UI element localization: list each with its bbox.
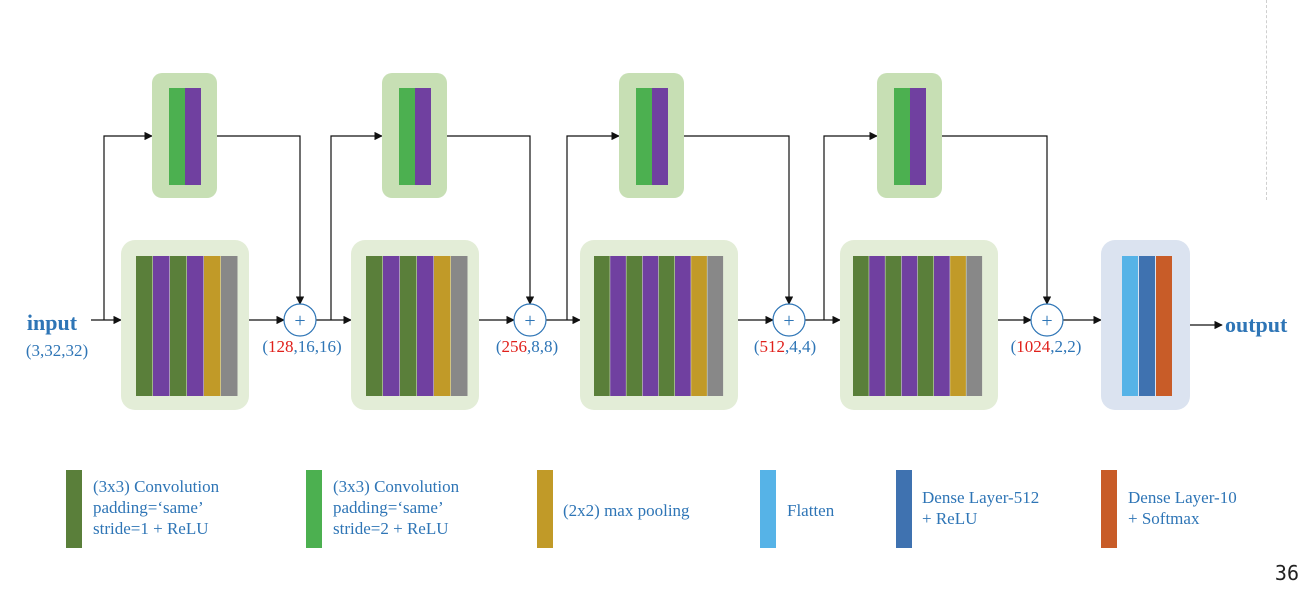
legend-4-line-1: Flatten <box>787 501 835 520</box>
block-4-layer-4 <box>901 256 918 396</box>
stage-2-open-paren: ( <box>496 337 502 356</box>
block-4-layer-8 <box>966 256 983 396</box>
arrow-skip-2-to-add <box>447 135 535 305</box>
block-2-layer-5 <box>434 256 451 396</box>
block-3-layer-7 <box>691 256 707 396</box>
arrow-branch-to-skip-3 <box>566 131 620 320</box>
block-3-layer-4 <box>642 256 659 396</box>
skip-2-second-layer <box>415 88 431 185</box>
block-2-layer-2 <box>383 256 400 396</box>
add-junction-2 <box>513 303 547 337</box>
block-4-layer-2 <box>869 256 885 396</box>
legend-5-line-1: Dense Layer-512 <box>922 488 1039 507</box>
stage-4-dims: ,2,2) <box>1050 337 1081 356</box>
stage-3-channels: 512 <box>760 337 786 356</box>
block-4-layer-6 <box>934 256 950 396</box>
block-3-layer-2 <box>610 256 626 396</box>
skip-3-conv-layer <box>636 88 652 185</box>
legend-3-line-1: (2x2) max pooling <box>563 501 690 520</box>
legend-swatch-6 <box>1101 470 1117 548</box>
legend-swatch-5 <box>896 470 912 548</box>
skip-4-second-layer <box>910 88 926 185</box>
block-3-layer-3 <box>626 256 643 396</box>
output-label: output <box>1225 312 1288 337</box>
legend-swatch-3 <box>537 470 553 548</box>
legend-2-line-2: padding=‘same’ <box>333 498 444 517</box>
stage-4-channels: 1024 <box>1016 337 1051 356</box>
edge-rule <box>1266 0 1267 200</box>
stage-2-dims: ,8,8) <box>527 337 558 356</box>
add-junction-1 <box>283 303 317 337</box>
legend-1-line-2: padding=‘same’ <box>93 498 204 517</box>
block-3-layer-5 <box>658 256 675 396</box>
skip-2-conv-layer <box>399 88 415 185</box>
add-symbol-4: + <box>1041 310 1052 332</box>
head-layer-dense-512 <box>1139 256 1155 396</box>
stage-2-channels: 256 <box>502 337 528 356</box>
legend-6-line-2: + Softmax <box>1128 509 1200 528</box>
add-junction-4 <box>1030 303 1064 337</box>
arrow-skip-4-to-add <box>942 135 1052 305</box>
skip-1-second-layer <box>185 88 201 185</box>
block-2-layer-1 <box>366 256 383 396</box>
block-1-layer-4 <box>187 256 204 396</box>
block-4-layer-5 <box>917 256 934 396</box>
legend-swatch-2 <box>306 470 322 548</box>
stage-1-dims: ,16,16) <box>294 337 342 356</box>
stage-2-shape: (256,8,8) <box>496 337 558 356</box>
stage-3-dims: ,4,4) <box>785 337 816 356</box>
stage-3-open-paren: ( <box>754 337 760 356</box>
block-1-layer-6 <box>221 256 238 396</box>
add-symbol-3: + <box>783 310 794 332</box>
block-3-layer-8 <box>707 256 724 396</box>
stage-1-shape: (128,16,16) <box>262 337 341 356</box>
legend-2-line-3: stride=2 + ReLU <box>333 519 449 538</box>
block-2-layer-3 <box>400 256 417 396</box>
arrow-skip-1-to-add <box>217 135 305 305</box>
legend-6-line-1: Dense Layer-10 <box>1128 488 1237 507</box>
input-label: input <box>27 310 78 335</box>
stage-1-open-paren: ( <box>262 337 268 356</box>
block-2-layer-6 <box>451 256 468 396</box>
block-4-layer-3 <box>885 256 902 396</box>
block-1-layer-3 <box>170 256 187 396</box>
legend-swatch-4 <box>760 470 776 548</box>
arrow-branch-to-skip-1 <box>103 131 153 320</box>
add-symbol-2: + <box>524 310 535 332</box>
stage-3-shape: (512,4,4) <box>754 337 816 356</box>
block-1-layer-2 <box>153 256 170 396</box>
legend-5-line-2: + ReLU <box>922 509 977 528</box>
block-1-layer-5 <box>204 256 221 396</box>
page-number: 36 <box>1274 561 1299 585</box>
stage-1-channels: 128 <box>268 337 294 356</box>
stage-4-shape: (1024,2,2) <box>1011 337 1082 356</box>
head-layer-flatten <box>1122 256 1138 396</box>
add-junction-3 <box>772 303 806 337</box>
block-3-layer-1 <box>594 256 610 396</box>
head-layer-dense-10 <box>1156 256 1172 396</box>
block-3-layer-6 <box>675 256 691 396</box>
input-shape-label: (3,32,32) <box>26 341 88 360</box>
legend-swatch-1 <box>66 470 82 548</box>
block-2-layer-4 <box>417 256 434 396</box>
block-4-layer-1 <box>853 256 869 396</box>
stage-4-open-paren: ( <box>1011 337 1017 356</box>
arrow-branch-to-skip-4 <box>823 131 878 320</box>
legend-1-line-3: stride=1 + ReLU <box>93 519 209 538</box>
block-1-layer-1 <box>136 256 153 396</box>
arrow-skip-3-to-add <box>684 135 794 305</box>
skip-4-conv-layer <box>894 88 910 185</box>
skip-1-conv-layer <box>169 88 185 185</box>
legend-1-line-1: (3x3) Convolution <box>93 477 220 496</box>
legend-2-line-1: (3x3) Convolution <box>333 477 460 496</box>
arrow-branch-to-skip-2 <box>330 131 383 320</box>
add-symbol-1: + <box>294 310 305 332</box>
skip-3-second-layer <box>652 88 668 185</box>
block-4-layer-7 <box>950 256 966 396</box>
